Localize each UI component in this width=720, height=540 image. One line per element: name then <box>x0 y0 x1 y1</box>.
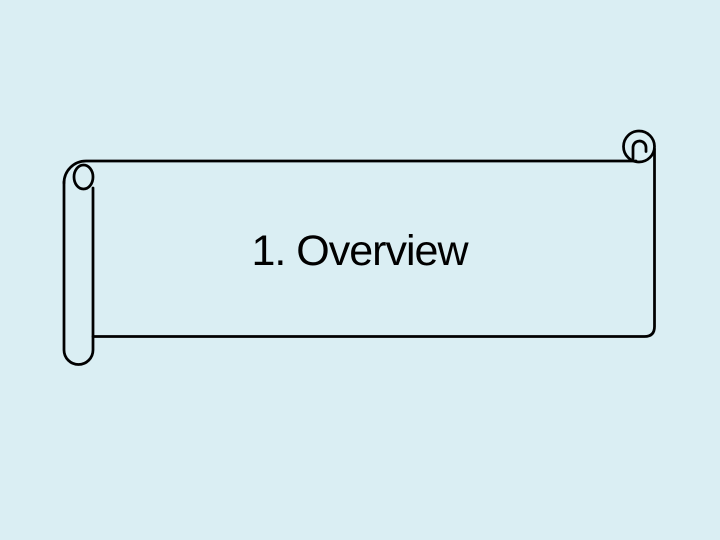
slide-title: 1. Overview <box>251 226 468 275</box>
scroll-top-right-curl <box>622 129 656 164</box>
scroll-left-roll-end <box>72 163 95 191</box>
scroll-left-roll <box>62 180 95 366</box>
scroll-body-fill <box>93 161 655 337</box>
scroll-top-right-curl-hook <box>631 139 648 160</box>
title-box: 1. Overview <box>64 161 655 337</box>
scroll-top-edge <box>62 159 638 185</box>
scroll-right-bottom-edge <box>91 147 656 338</box>
